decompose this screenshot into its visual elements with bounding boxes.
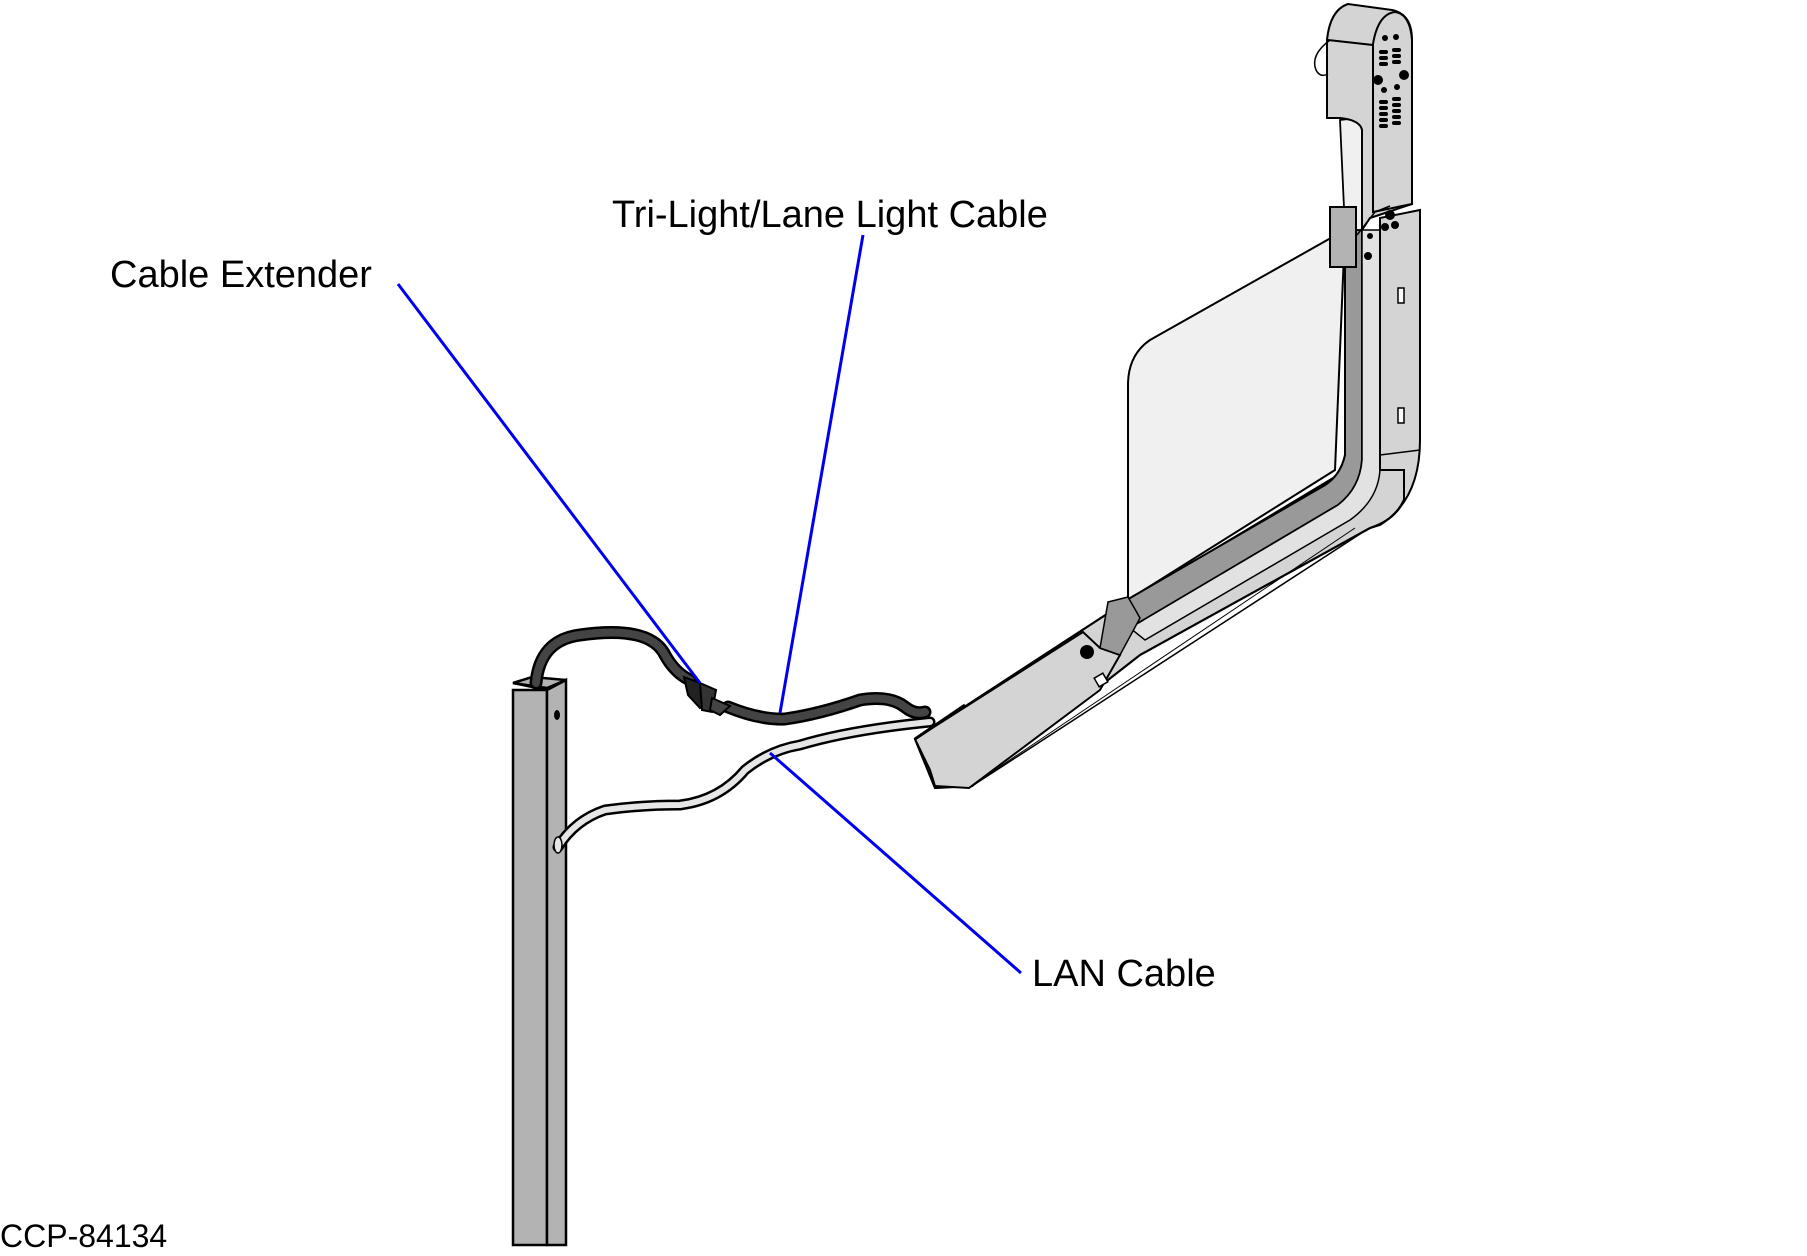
leader-cable-extender bbox=[396, 283, 702, 684]
tri-light-cable bbox=[529, 626, 932, 726]
figure-id-label: CCP-84134 bbox=[0, 1218, 168, 1254]
leader-tri-light-cable bbox=[778, 234, 865, 714]
mounting-post bbox=[511, 675, 568, 1247]
leader-lines bbox=[396, 234, 1022, 975]
callout-tri-light-cable: Tri-Light/Lane Light Cable bbox=[612, 194, 1048, 236]
tri-light-head bbox=[1313, 2, 1413, 268]
callout-lan-cable: LAN Cable bbox=[1032, 953, 1216, 995]
lan-cable bbox=[552, 716, 936, 854]
cable-extender-connector bbox=[682, 675, 732, 717]
leader-lan-cable bbox=[769, 751, 1022, 975]
back-panel bbox=[1127, 228, 1347, 602]
callout-cable-extender: Cable Extender bbox=[110, 254, 372, 296]
